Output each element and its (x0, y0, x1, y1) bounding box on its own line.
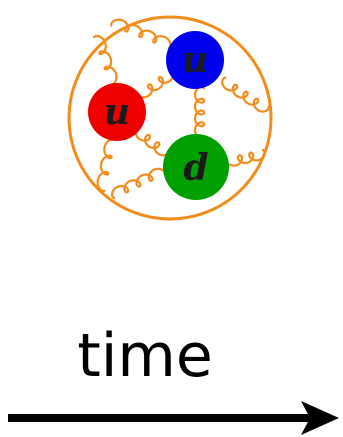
gluon-u-red-to-u-blue (137, 70, 173, 98)
time-arrow (8, 401, 339, 435)
time-axis-label: time (77, 321, 213, 391)
gluon-u-red-to-boundary-lower-left (98, 139, 115, 190)
quark-u-red: u (88, 83, 146, 141)
quark-u-blue: u (166, 31, 224, 89)
quark-d-green-label: d (183, 147, 208, 189)
gluon-u-red-to-d (136, 128, 169, 156)
quark-u-blue-label: u (182, 39, 208, 81)
gluon-u-blue-to-d (195, 87, 204, 138)
gluon-u-red-to-boundary-upper-left (94, 36, 117, 85)
quark-d-green: d (163, 134, 229, 200)
gluon-d-to-boundary-bottom (112, 169, 165, 198)
gluon-u-blue-to-boundary-top (111, 20, 170, 48)
quark-u-red-label: u (104, 91, 130, 133)
gluon-u-blue-to-boundary-right (222, 78, 268, 112)
